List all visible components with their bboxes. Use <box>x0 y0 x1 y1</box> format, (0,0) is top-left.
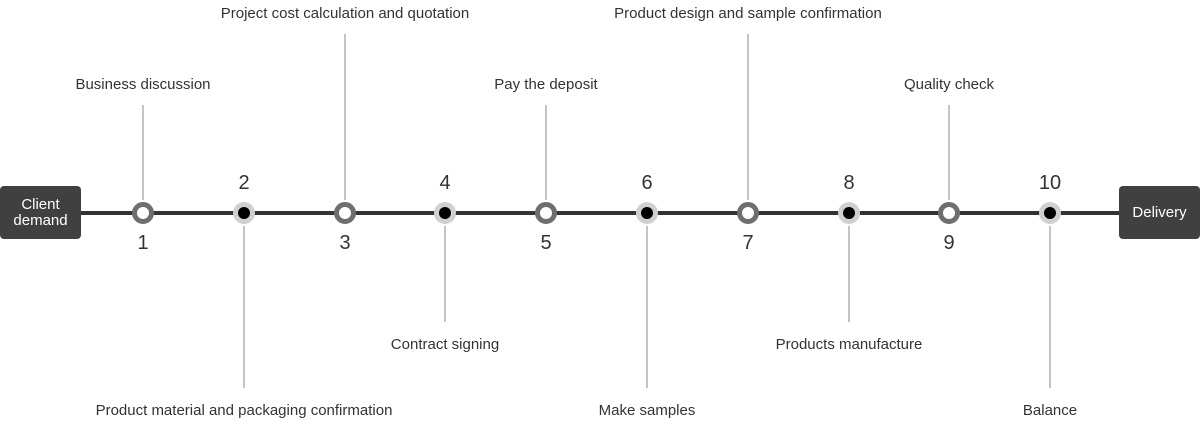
step-9-marker <box>938 202 960 224</box>
step-6-number: 6 <box>641 172 653 194</box>
step-6-label: Make samples <box>598 402 696 419</box>
step-10-number: 10 <box>1038 172 1062 194</box>
step-3-marker <box>334 202 356 224</box>
step-10-connector <box>1049 226 1051 388</box>
step-4-label: Contract signing <box>390 336 500 353</box>
step-8-label: Products manufacture <box>775 336 923 353</box>
start-box: Client demand <box>0 186 81 239</box>
step-3-number: 3 <box>339 232 351 254</box>
start-label: Client demand <box>13 195 68 229</box>
step-7-number: 7 <box>742 232 754 254</box>
step-9-label: Quality check <box>903 76 995 93</box>
step-2-marker <box>233 202 255 224</box>
step-6-marker <box>636 202 658 224</box>
timeline-line <box>80 211 1120 215</box>
step-1-marker <box>132 202 154 224</box>
step-3-label: Project cost calculation and quotation <box>220 5 470 22</box>
step-10-marker <box>1039 202 1061 224</box>
step-7-marker <box>737 202 759 224</box>
step-9-connector <box>948 105 950 200</box>
step-6-connector <box>646 226 648 388</box>
step-8-marker <box>838 202 860 224</box>
step-5-connector <box>545 105 547 200</box>
step-4-marker <box>434 202 456 224</box>
step-4-number: 4 <box>439 172 451 194</box>
end-box: Delivery <box>1119 186 1200 239</box>
step-8-number: 8 <box>843 172 855 194</box>
step-1-label: Business discussion <box>75 76 211 93</box>
step-9-number: 9 <box>943 232 955 254</box>
step-2-label: Product material and packaging confirmat… <box>95 402 393 419</box>
step-10-label: Balance <box>1022 402 1078 419</box>
step-8-connector <box>848 226 850 322</box>
step-4-connector <box>444 226 446 322</box>
step-7-label: Product design and sample confirmation <box>614 5 882 22</box>
end-label: Delivery <box>1132 203 1187 221</box>
step-5-number: 5 <box>540 232 552 254</box>
step-5-label: Pay the deposit <box>494 76 598 93</box>
step-5-marker <box>535 202 557 224</box>
step-2-number: 2 <box>238 172 250 194</box>
step-1-connector <box>142 105 144 200</box>
step-7-connector <box>747 34 749 200</box>
step-3-connector <box>344 34 346 200</box>
step-1-number: 1 <box>137 232 149 254</box>
step-2-connector <box>243 226 245 388</box>
